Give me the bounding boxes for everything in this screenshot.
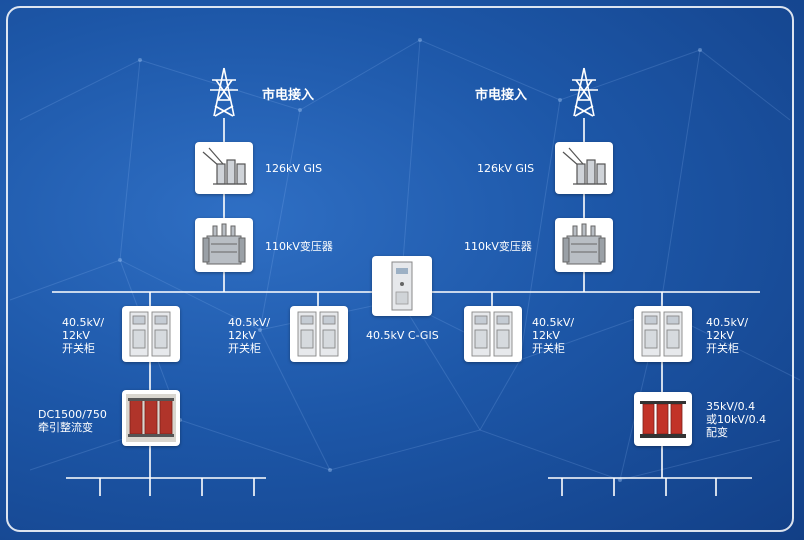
transmission-tower-icon-right bbox=[570, 67, 598, 117]
switchgear-cabinet-icon bbox=[471, 311, 513, 357]
switchgear-node-4 bbox=[634, 306, 692, 362]
rectifier-transformer-icon bbox=[126, 394, 176, 442]
transmission-tower-icon-left bbox=[210, 67, 238, 117]
cgis-label: 40.5kV C-GIS bbox=[366, 329, 439, 342]
cgis-40-5kv-node bbox=[372, 256, 432, 316]
outer-frame bbox=[6, 6, 794, 532]
switchgear-node-2 bbox=[290, 306, 348, 362]
gis-equipment-icon bbox=[202, 147, 247, 185]
gis-126kv-label-left: 126kV GIS bbox=[265, 162, 323, 175]
grid-input-label-left: 市电接入 bbox=[262, 88, 315, 103]
gis-126kv-node-right bbox=[555, 142, 613, 194]
gis-126kv-label-right: 126kV GIS bbox=[477, 162, 535, 175]
rectifier-transformer-node bbox=[122, 390, 180, 446]
gis-126kv-node-left bbox=[195, 142, 253, 194]
transformer-110kv-label-right: 110kV变压器 bbox=[464, 240, 532, 253]
switchgear-label-1: 40.5kV/ 12kV 开关柜 bbox=[62, 316, 105, 355]
power-transformer-icon bbox=[202, 223, 246, 265]
grid-input-label-right: 市电接入 bbox=[475, 88, 528, 103]
switchgear-cabinet-icon bbox=[129, 311, 171, 357]
switchgear-label-4: 40.5kV/ 12kV 开关柜 bbox=[706, 316, 749, 355]
gis-equipment-icon bbox=[562, 147, 607, 185]
transformer-110kv-node-left bbox=[195, 218, 253, 272]
switchgear-label-2: 40.5kV/ 12kV 开关柜 bbox=[228, 316, 271, 355]
switchgear-cabinet-icon bbox=[297, 311, 339, 357]
transformer-110kv-node-right bbox=[555, 218, 613, 272]
distribution-transformer-icon bbox=[640, 401, 686, 438]
distribution-transformer-node bbox=[634, 392, 692, 446]
switchgear-cabinet-icon bbox=[641, 311, 683, 357]
distribution-transformer-label: 35kV/0.4 或10kV/0.4 配变 bbox=[706, 400, 767, 439]
switchgear-label-3: 40.5kV/ 12kV 开关柜 bbox=[532, 316, 575, 355]
switchgear-node-1 bbox=[122, 306, 180, 362]
switchgear-node-3 bbox=[464, 306, 522, 362]
cgis-cabinet-icon bbox=[391, 261, 413, 311]
rectifier-label: DC1500/750 牵引整流变 bbox=[38, 408, 107, 434]
transformer-110kv-label-left: 110kV变压器 bbox=[265, 240, 333, 253]
power-transformer-icon bbox=[562, 223, 606, 265]
